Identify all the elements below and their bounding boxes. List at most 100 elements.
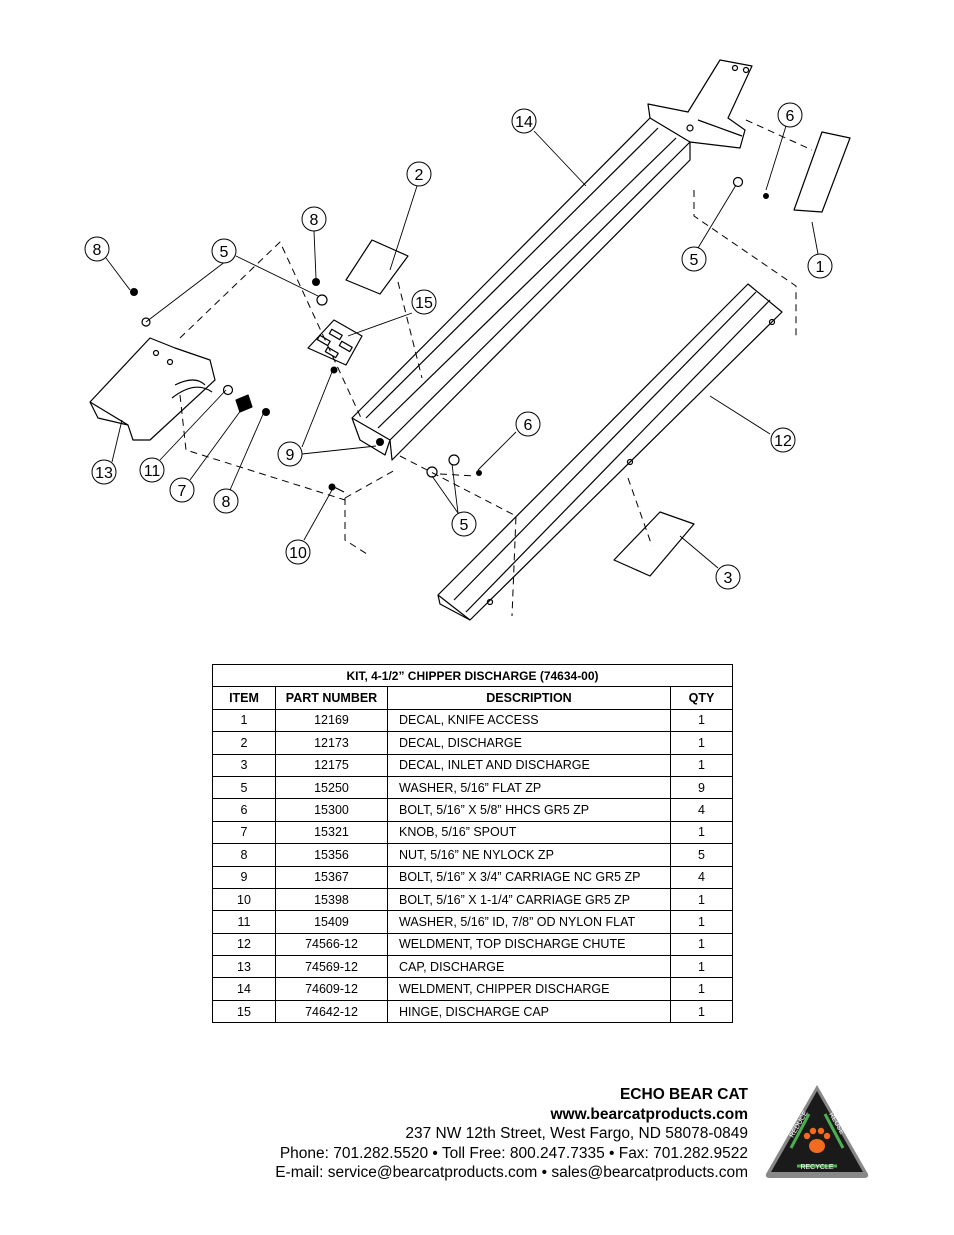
cell-desc: WASHER, 5/16” ID, 7/8” OD NYLON FLAT [387, 910, 671, 934]
cell-item: 9 [212, 865, 276, 889]
chipper-discharge-weldment [351, 59, 753, 461]
svg-text:RECYCLE: RECYCLE [800, 1164, 833, 1171]
cell-part: 15356 [275, 843, 388, 867]
svg-text:12: 12 [774, 433, 792, 450]
company-website: www.bearcatproducts.com [550, 1105, 748, 1123]
svg-text:7: 7 [178, 483, 187, 500]
svg-text:13: 13 [95, 465, 113, 482]
callout-labels: 14 6 2 8 8 5 15 5 1 12 6 9 13 11 7 8 5 1… [84, 102, 833, 590]
decal-inlet-discharge [613, 511, 695, 577]
callout-3: 3 [715, 564, 741, 590]
cell-item: 6 [212, 798, 276, 822]
cell-desc: DECAL, DISCHARGE [387, 731, 671, 755]
cell-qty: 1 [670, 999, 733, 1024]
hardware-fasteners [130, 193, 769, 491]
callout-2: 2 [406, 161, 432, 187]
cell-qty: 1 [670, 977, 733, 1001]
svg-text:2: 2 [415, 167, 424, 184]
cell-item: 1 [212, 708, 276, 733]
company-address: 237 NW 12th Street, West Fargo, ND 58078… [405, 1125, 748, 1142]
header-part-number: PART NUMBER [275, 686, 388, 710]
callout-14: 14 [511, 108, 537, 134]
cell-part: 12173 [275, 731, 388, 755]
svg-text:8: 8 [310, 212, 319, 229]
cell-qty: 4 [670, 798, 733, 822]
cell-part: 12175 [275, 753, 388, 777]
svg-text:10: 10 [289, 545, 307, 562]
cell-desc: WELDMENT, TOP DISCHARGE CHUTE [387, 932, 671, 957]
svg-text:6: 6 [524, 417, 533, 434]
cell-part: 15398 [275, 887, 388, 912]
reduce-reuse-recycle-logo: REDUCE REUSE RECYCLE [765, 1085, 869, 1178]
company-footer: ECHO BEAR CAT www.bearcatproducts.com 23… [275, 1085, 748, 1183]
cell-qty: 1 [670, 955, 733, 979]
discharge-cap-hinge [307, 319, 363, 366]
svg-text:15: 15 [415, 295, 433, 312]
exploded-parts-diagram: 14 6 2 8 8 5 15 5 1 12 6 9 13 11 7 8 5 1… [84, 59, 851, 621]
svg-text:11: 11 [144, 463, 161, 480]
cell-qty: 1 [670, 910, 733, 934]
cell-part: 74642-12 [275, 999, 388, 1024]
cell-part: 74566-12 [275, 932, 388, 957]
svg-text:5: 5 [460, 517, 469, 534]
cell-item: 10 [212, 887, 276, 912]
svg-text:8: 8 [93, 242, 102, 259]
svg-text:14: 14 [515, 114, 533, 131]
cell-desc: KNOB, 5/16” SPOUT [387, 820, 671, 845]
cell-part: 12169 [275, 708, 388, 733]
callout-13: 13 [91, 459, 117, 485]
svg-text:5: 5 [690, 252, 699, 269]
cell-item: 15 [212, 999, 276, 1024]
callout-8: 8 [213, 488, 239, 514]
cell-desc: WASHER, 5/16” FLAT ZP [387, 775, 671, 800]
company-emails: E-mail: service@bearcatproducts.com • sa… [275, 1164, 748, 1181]
callout-10: 10 [285, 539, 311, 565]
svg-text:8: 8 [222, 494, 231, 511]
callout-15: 15 [411, 289, 437, 315]
cell-qty: 1 [670, 753, 733, 777]
cell-qty: 9 [670, 775, 733, 800]
cell-desc: BOLT, 5/16” X 5/8” HHCS GR5 ZP [387, 798, 671, 822]
table-title: KIT, 4-1/2” CHIPPER DISCHARGE (74634-00) [212, 663, 733, 688]
cell-desc: DECAL, INLET AND DISCHARGE [387, 753, 671, 777]
cell-part: 15409 [275, 910, 388, 934]
cell-item: 7 [212, 820, 276, 845]
header-qty: QTY [670, 686, 733, 710]
cell-qty: 1 [670, 708, 733, 733]
svg-text:6: 6 [786, 108, 795, 125]
callout-1: 1 [807, 253, 833, 279]
company-phones: Phone: 701.282.5520 • Toll Free: 800.247… [279, 1144, 748, 1162]
cell-qty: 1 [670, 820, 733, 845]
svg-text:1: 1 [816, 259, 825, 276]
top-discharge-chute-weldment [437, 283, 783, 621]
decal-knife-access [793, 131, 851, 213]
cell-item: 5 [212, 775, 276, 800]
cell-part: 15300 [275, 798, 388, 822]
callout-5: 5 [681, 246, 707, 272]
callout-8: 8 [84, 236, 110, 262]
discharge-cap [89, 337, 216, 441]
cell-qty: 1 [670, 731, 733, 755]
cell-qty: 4 [670, 865, 733, 889]
cell-desc: BOLT, 5/16” X 1-1/4” CARRIAGE GR5 ZP [387, 887, 671, 912]
cell-item: 2 [212, 731, 276, 755]
table-header-row: ITEM PART NUMBER DESCRIPTION QTY [212, 686, 733, 710]
cell-desc: DECAL, KNIFE ACCESS [387, 708, 671, 733]
callout-9: 9 [277, 441, 303, 467]
callout-7: 7 [169, 477, 195, 503]
cell-desc: WELDMENT, CHIPPER DISCHARGE [387, 977, 671, 1001]
company-name: ECHO BEAR CAT [619, 1086, 748, 1103]
